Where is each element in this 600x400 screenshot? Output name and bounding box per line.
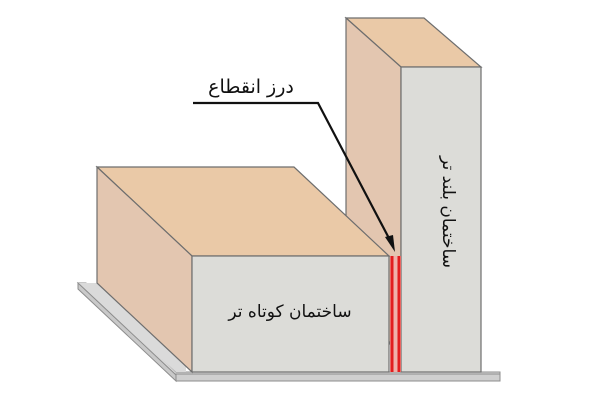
tall-building-label: ساختمان بلند تر (438, 155, 458, 268)
short-building-front (191, 255, 390, 373)
joint-fill (390, 256, 401, 372)
joint-label: درز انقطاع (208, 76, 294, 98)
ground-slab-front (175, 373, 501, 382)
leader-arrowhead (385, 235, 395, 252)
leader-line (193, 101, 393, 245)
joint-leader (193, 101, 395, 252)
separation-joint (390, 256, 401, 372)
short-building (95, 165, 391, 374)
short-building-label: ساختمان کوتاه تر (227, 302, 351, 322)
tall-building-front (400, 66, 482, 373)
